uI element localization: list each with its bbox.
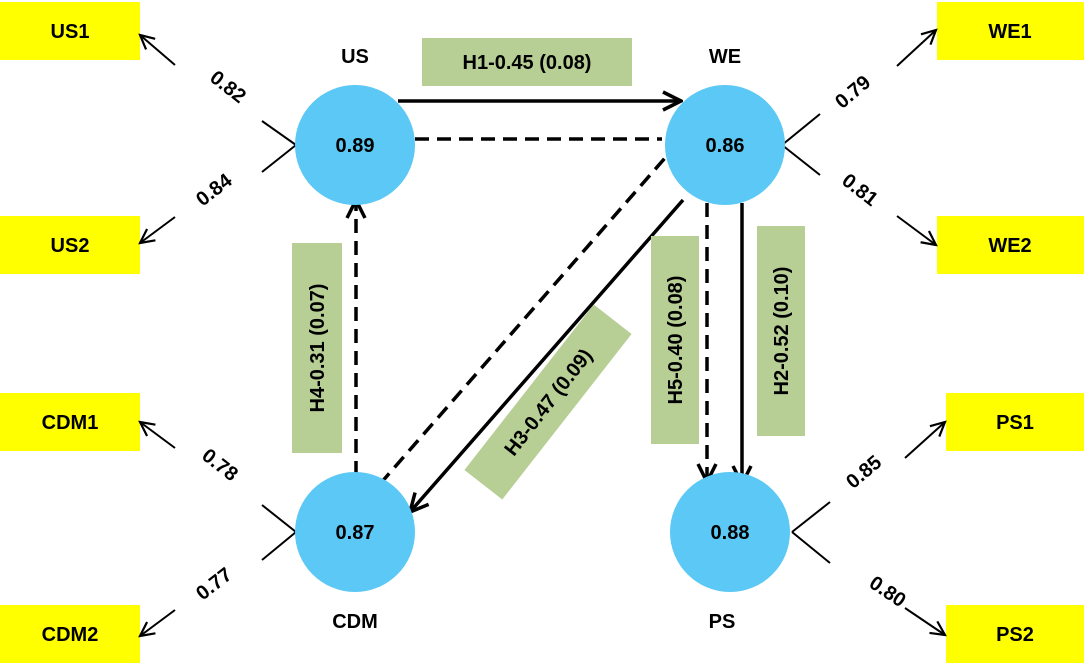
node-name: US	[341, 46, 369, 68]
loading-line-cdm2-inner	[261, 531, 297, 561]
indicator-ps2: PS2	[946, 605, 1084, 663]
loading-arrow-we1	[896, 30, 936, 67]
loading-ps1: 0.85	[842, 451, 886, 493]
hypothesis-label: H4-0.31 (0.07)	[307, 284, 329, 413]
loading-lines	[140, 30, 945, 636]
path-h3-we-cdm	[410, 198, 685, 512]
loading-line-cdm1-inner	[261, 504, 297, 533]
node-we: 0.86 WE	[665, 46, 785, 205]
loading-line-us1-inner	[261, 120, 297, 146]
loading-cdm2: 0.77	[192, 564, 236, 605]
indicator-we2: WE2	[937, 216, 1084, 274]
hypothesis-label: H5-0.40 (0.08)	[665, 276, 687, 405]
indicator-label: PS2	[996, 624, 1034, 646]
loading-we2: 0.81	[838, 170, 882, 211]
indicator-label: US1	[51, 21, 90, 43]
indicator-box	[937, 216, 1084, 274]
structural-paths	[356, 101, 742, 512]
hypothesis-h3: H3-0.47 (0.09)	[464, 304, 632, 500]
node-name: CDM	[332, 611, 378, 633]
indicator-label: WE1	[988, 21, 1031, 43]
loading-line-ps2-inner	[791, 531, 831, 564]
node-circle	[295, 85, 415, 205]
node-value: 0.88	[711, 522, 750, 544]
indicator-we1: WE1	[937, 2, 1084, 60]
loading-arrow-ps1	[904, 422, 945, 459]
indicator-us1: US1	[0, 2, 140, 60]
indicator-box	[0, 393, 140, 451]
hypothesis-label: H1-0.45 (0.08)	[463, 52, 592, 74]
indicator-box	[0, 605, 140, 663]
hypothesis-label: H2-0.52 (0.10)	[771, 267, 793, 396]
loading-us2: 0.84	[192, 169, 237, 211]
indicator-box	[0, 2, 140, 60]
loading-arrow-cdm1	[140, 422, 176, 449]
indicator-ps1: PS1	[946, 393, 1084, 451]
node-value: 0.89	[336, 135, 375, 157]
loading-we1: 0.79	[831, 71, 875, 113]
node-value: 0.86	[706, 135, 745, 157]
loading-line-we1-inner	[781, 113, 821, 146]
indicator-box	[0, 216, 140, 274]
node-cdm: 0.87 CDM	[295, 472, 415, 633]
node-us: 0.89 US	[295, 46, 415, 205]
node-name: PS	[709, 611, 736, 633]
indicator-label: CDM1	[42, 412, 99, 434]
indicator-label: CDM2	[42, 624, 99, 646]
loading-arrow-cdm2	[140, 609, 176, 636]
loading-line-we2-inner	[781, 144, 821, 176]
indicator-cdm1: CDM1	[0, 393, 140, 451]
loading-arrow-us2	[140, 216, 176, 243]
indicator-box	[946, 605, 1084, 663]
hypothesis-box	[464, 304, 632, 500]
node-circle	[665, 85, 785, 205]
loading-line-us2-inner	[261, 144, 297, 173]
hypothesis-h1: H1-0.45 (0.08)	[422, 38, 632, 86]
indicator-label: PS1	[996, 412, 1034, 434]
indicator-box	[937, 2, 1084, 60]
hypothesis-box	[757, 226, 805, 436]
indicator-us2: US2	[0, 216, 140, 274]
node-circle	[295, 472, 415, 592]
loading-ps2: 0.80	[865, 572, 910, 612]
node-ps: 0.88 PS	[670, 472, 790, 633]
hypothesis-h4: H4-0.31 (0.07)	[292, 243, 342, 453]
hypothesis-h2: H2-0.52 (0.10)	[757, 226, 805, 436]
loading-arrow-ps2	[904, 607, 945, 635]
loading-line-ps1-inner	[791, 501, 831, 533]
hypothesis-box	[292, 243, 342, 453]
loading-cdm1: 0.78	[198, 445, 242, 486]
hypothesis-h5: H5-0.40 (0.08)	[651, 236, 699, 444]
path-cdm-we-dashed	[378, 156, 667, 486]
indicator-label: WE2	[988, 235, 1031, 257]
indicator-label: US2	[51, 235, 90, 257]
indicator-cdm2: CDM2	[0, 605, 140, 663]
hypothesis-box	[422, 38, 632, 86]
node-value: 0.87	[336, 522, 375, 544]
hypothesis-box	[651, 236, 699, 444]
loading-us1: 0.82	[206, 67, 250, 108]
node-name: WE	[709, 46, 741, 68]
node-circle	[670, 472, 790, 592]
loading-arrow-us1	[140, 35, 176, 66]
loading-arrow-we2	[896, 215, 936, 245]
indicator-box	[946, 393, 1084, 451]
